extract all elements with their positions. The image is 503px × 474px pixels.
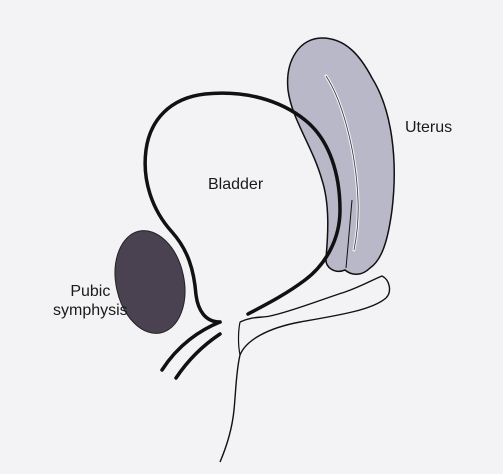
pubic-symphysis-label-line1: Pubic	[53, 282, 128, 301]
uterus-shape	[288, 38, 395, 274]
vaginal-wall-inner	[239, 322, 241, 355]
uterus-label: Uterus	[405, 118, 452, 137]
pubic-symphysis-label-line2: symphysis	[53, 301, 128, 320]
vaginal-wall	[220, 276, 389, 462]
urethra-wall-anterior	[162, 322, 220, 370]
pubic-symphysis-label: Pubic symphysis	[53, 282, 128, 320]
bladder-label: Bladder	[208, 175, 263, 194]
urethra-wall-posterior	[176, 334, 220, 378]
